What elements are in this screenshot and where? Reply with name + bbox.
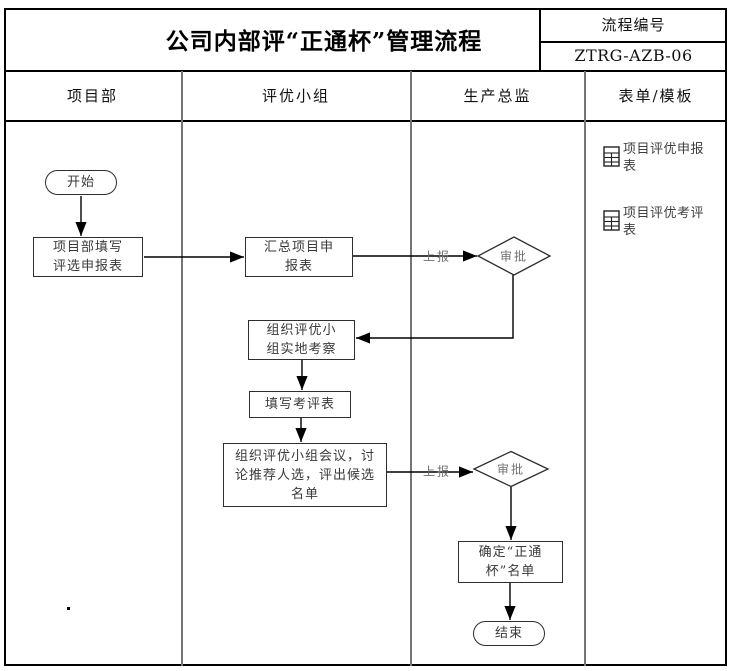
lane-header-forms-templates: 表单/模板 xyxy=(618,87,694,105)
start-terminator: 开始 xyxy=(45,170,117,195)
process-box-confirm-list: 确定“正通 杯”名单 xyxy=(458,541,563,583)
edge-label-report-up-2: 上报 xyxy=(422,464,452,479)
stray-dot-mark xyxy=(67,607,70,610)
decision-label-approval-2: 审批 xyxy=(496,462,526,477)
code-cell-divider xyxy=(540,41,727,43)
process-box-fill-application: 项目部填写 评选申报表 xyxy=(33,237,143,277)
form-item-assessment: 项目评优考评表 xyxy=(603,205,719,239)
lane-divider-3 xyxy=(584,71,586,666)
lane-divider-2 xyxy=(410,71,412,666)
form-item-label: 项目评优考评表 xyxy=(623,206,705,238)
title-row-divider xyxy=(4,70,727,72)
lane-header-evaluation-group: 评优小组 xyxy=(261,87,330,105)
lane-divider-1 xyxy=(181,71,183,666)
edge-label-report-up-1: 上报 xyxy=(422,249,452,264)
decision-label-approval-1: 审批 xyxy=(499,249,529,264)
form-table-icon xyxy=(603,146,620,167)
outer-frame xyxy=(4,8,727,666)
end-terminator: 结束 xyxy=(473,621,545,646)
page-title: 公司内部评“正通杯”管理流程 xyxy=(165,28,483,55)
process-code-label: 流程编号 xyxy=(601,16,666,34)
process-box-summarize-applications: 汇总项目申 报表 xyxy=(245,237,353,277)
lane-header-project-dept: 项目部 xyxy=(66,87,118,105)
process-box-group-meeting: 组织评优小组会议，讨 论推荐人选，评出候选 名单 xyxy=(223,443,387,507)
form-item-label: 项目评优申报表 xyxy=(623,142,705,174)
form-item-application: 项目评优申报表 xyxy=(603,141,719,175)
form-table-icon xyxy=(603,210,620,231)
lane-header-divider xyxy=(4,120,727,122)
title-code-divider xyxy=(539,8,541,71)
process-box-site-inspection: 组织评优小 组实地考察 xyxy=(248,320,355,360)
process-code-value: ZTRG-AZB-06 xyxy=(574,46,693,65)
process-box-fill-assessment: 填写考评表 xyxy=(249,391,351,418)
lane-header-production-director: 生产总监 xyxy=(463,87,532,105)
